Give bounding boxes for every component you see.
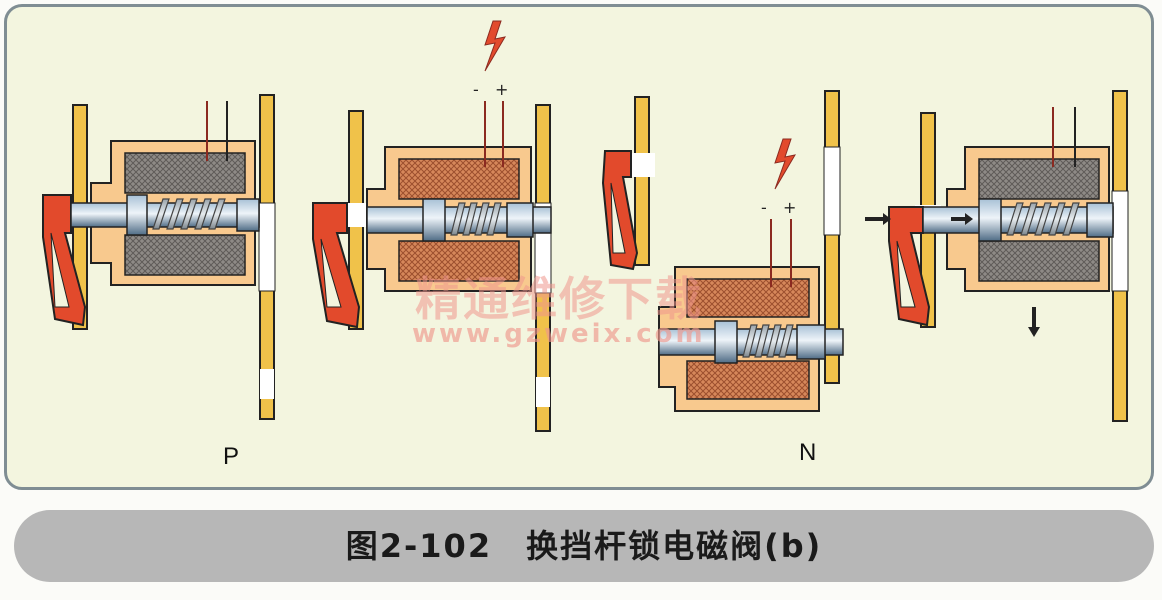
solenoid-p-energized: - + — [312, 20, 552, 432]
lock-lever — [312, 202, 361, 329]
plunger-core — [714, 320, 738, 364]
diagram-panel: - + - + — [4, 4, 1154, 490]
spring — [742, 324, 794, 358]
spring — [152, 198, 226, 230]
coil-top — [124, 152, 246, 194]
figure-caption: 图2-102 换挡杆锁电磁阀(b) — [345, 527, 823, 565]
coil-top — [978, 158, 1100, 200]
spring — [1006, 202, 1080, 236]
coil-bottom — [398, 240, 520, 282]
terminal-minus: - — [761, 198, 767, 217]
watermark-url: www.gzweix.com — [412, 319, 706, 349]
coil-bottom — [124, 234, 246, 276]
plunger-core — [126, 194, 148, 236]
coil-bottom — [978, 240, 1100, 282]
terminal-plus: + — [495, 80, 508, 99]
terminal-plus: + — [783, 198, 796, 217]
arrow-right-icon — [951, 213, 973, 225]
solenoid-diagram: - + - + — [42, 20, 1129, 432]
terminal-minus: - — [473, 80, 479, 99]
solenoid-released — [865, 90, 1129, 422]
watermark-text: 精通维修下载 — [415, 272, 703, 326]
position-label-n: N — [799, 439, 817, 466]
coil-top — [398, 158, 520, 200]
arrow-down-icon — [1028, 307, 1040, 337]
gate-left — [634, 96, 650, 266]
lightning-icon — [774, 138, 796, 190]
lightning-icon — [484, 20, 506, 72]
coil-top — [686, 278, 810, 318]
plunger-core — [422, 198, 446, 242]
plunger-core — [978, 198, 1002, 242]
spring — [450, 202, 502, 236]
arrow-right-icon — [865, 213, 891, 225]
position-label-p: P — [223, 443, 240, 470]
caption-bar: 图2-102 换挡杆锁电磁阀(b) — [14, 510, 1154, 582]
coil-bottom — [686, 360, 810, 400]
lock-lever — [601, 150, 639, 271]
solenoid-p-inactive — [42, 94, 276, 420]
solenoid-n-energized: - + — [601, 90, 844, 412]
